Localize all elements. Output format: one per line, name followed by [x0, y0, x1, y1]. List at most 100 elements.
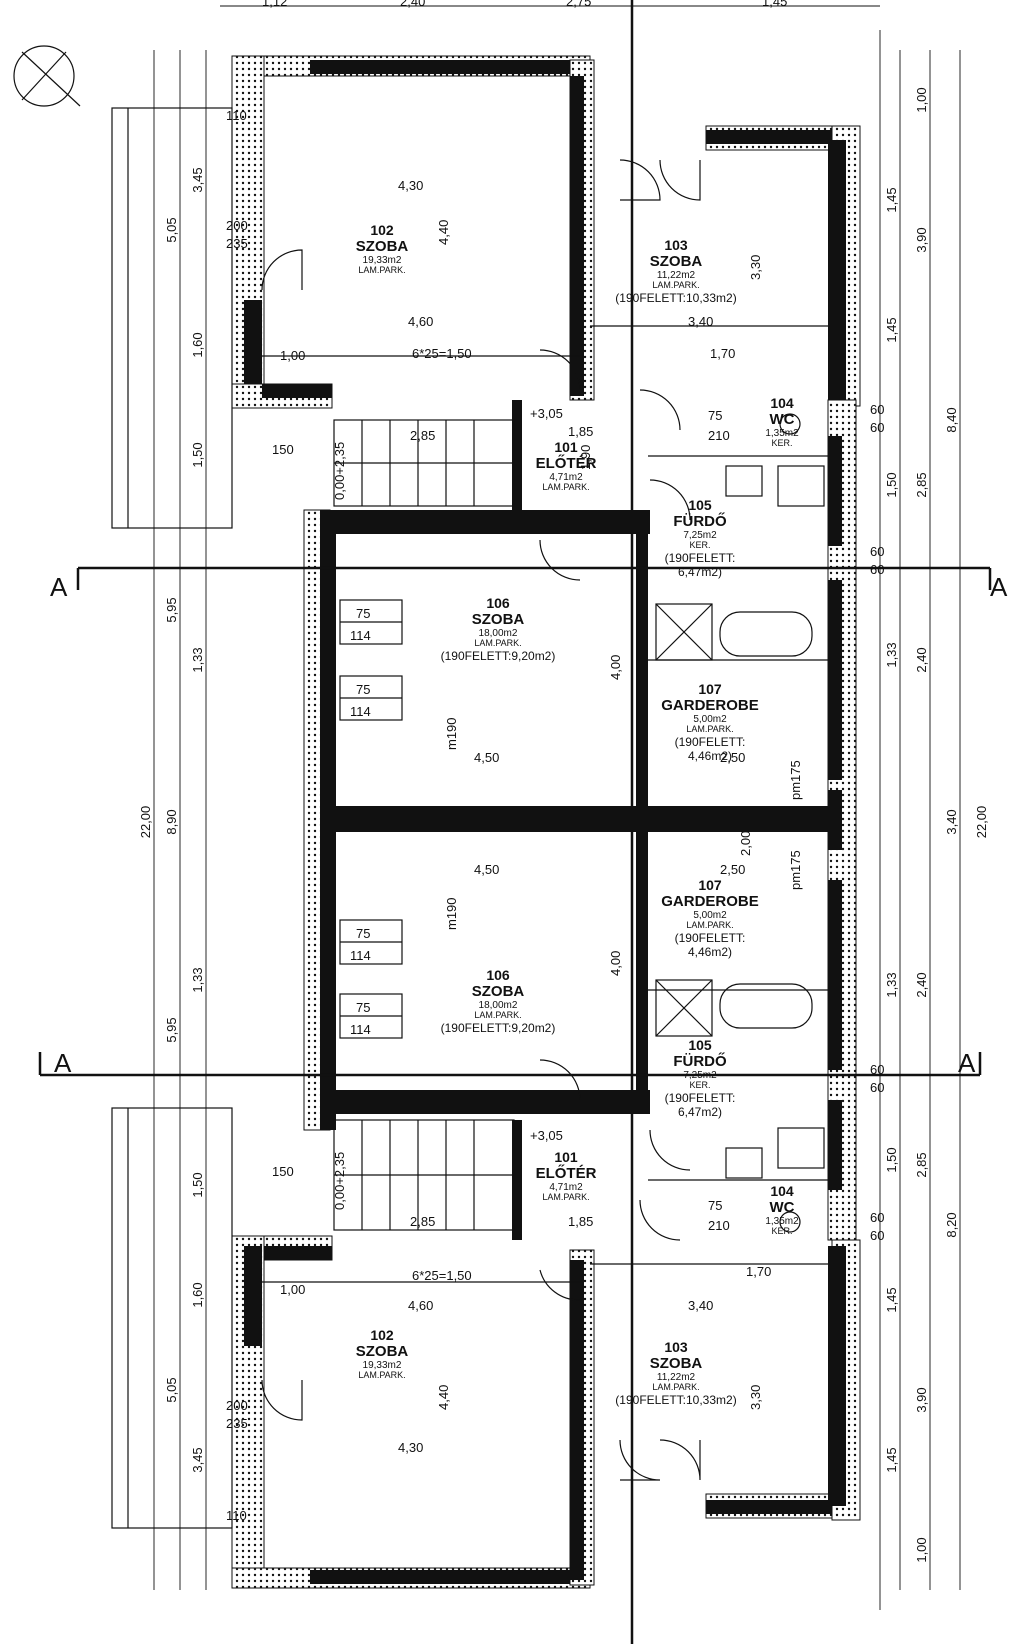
room-area: 11,22m2 — [657, 270, 696, 281]
left-dims-inner-1: 1,60 — [190, 332, 205, 357]
room-number: 104 — [770, 395, 794, 411]
north-symbol-icon — [13, 45, 81, 107]
room-number: 104 — [770, 1183, 794, 1199]
room-name: SZOBA — [472, 983, 525, 1000]
dim-4-30-bottom: 4,30 — [398, 1440, 423, 1455]
opening-110-bottom: 110 — [226, 1508, 247, 1523]
room-r103-bot: 103SZOBA11,22m2LAM.PARK.(190FELETT:10,33… — [615, 1339, 736, 1407]
dimension-labels: 22,005,058,905,955,955,053,451,601,501,3… — [138, 87, 989, 1562]
room-note-2: 4,46m2) — [688, 945, 732, 959]
room-name: FÜRDŐ — [673, 512, 727, 530]
dim-1-90-top: 1,90 — [578, 445, 593, 470]
room-floor: KER. — [689, 1080, 710, 1090]
level-marker-bottom: +3,05 — [530, 1128, 563, 1143]
room-area: 7,25m2 — [683, 530, 717, 541]
opening-235-bottom: 235 — [226, 1416, 248, 1431]
top-dim-2: 2,40 — [400, 0, 425, 9]
window-114-d: 114 — [350, 1022, 371, 1037]
bathroom-fixtures — [655, 413, 825, 1233]
room-note-2: 6,47m2) — [678, 1105, 722, 1119]
room-note: (190FELETT: — [665, 1091, 736, 1105]
dim-3-40-bottom: 3,40 — [688, 1298, 713, 1313]
room-number: 106 — [486, 595, 510, 611]
room-r106-top: 106SZOBA18,00m2LAM.PARK.(190FELETT:9,20m… — [441, 595, 556, 663]
dim-4-00-top: 4,00 — [608, 655, 623, 680]
room-name: SZOBA — [356, 238, 409, 255]
room-floor: LAM.PARK. — [358, 1370, 405, 1380]
window-114-c: 114 — [350, 948, 371, 963]
opening-60-d: 60 — [870, 562, 884, 577]
right-dims-small-5: 1,50 — [884, 1147, 899, 1172]
room-name: WC — [770, 1199, 795, 1216]
dim-3-40-top: 3,40 — [688, 314, 713, 329]
right-dims-inner-1: 3,90 — [914, 227, 929, 252]
left-dims-mid-4: 5,05 — [164, 1377, 179, 1402]
right-dims-inner-2: 2,85 — [914, 472, 929, 497]
room-area: 11,22m2 — [657, 1372, 696, 1383]
room-number: 103 — [664, 1339, 688, 1355]
room-name: ELŐTÉR — [536, 454, 597, 472]
top-dim-3: 2,75 — [566, 0, 591, 9]
section-line-top — [76, 566, 992, 590]
opening-110-top: 110 — [226, 108, 247, 123]
room-number: 106 — [486, 967, 510, 983]
room-area: 18,00m2 — [479, 1000, 518, 1011]
room-floor: LAM.PARK. — [474, 638, 521, 648]
room-floor: KER. — [771, 438, 792, 448]
room-floor: LAM.PARK. — [474, 1010, 521, 1020]
right-dims-inner-0: 1,00 — [914, 87, 929, 112]
room-r107-top: 107GARDEROBE5,00m2LAM.PARK.(190FELETT:4,… — [661, 681, 759, 763]
room-name: SZOBA — [650, 1355, 703, 1372]
section-labels: A A A A — [50, 572, 1008, 1078]
dim-4-50-bottom: 4,50 — [474, 862, 499, 877]
room-labels: 102SZOBA19,33m2LAM.PARK.103SZOBA11,22m2L… — [356, 222, 799, 1407]
left-dims-outer-0: 22,00 — [138, 806, 153, 839]
room-name: GARDEROBE — [661, 893, 759, 910]
door-210-top: 210 — [708, 428, 730, 443]
room-area: 7,25m2 — [683, 1070, 717, 1081]
opening-60-h: 60 — [870, 1228, 884, 1243]
top-dim-1: 1,12 — [262, 0, 287, 9]
pm175-top: pm175 — [788, 760, 803, 800]
right-dims-inner-7: 1,00 — [914, 1537, 929, 1562]
dim-3-30-bottom: 3,30 — [748, 1385, 763, 1410]
room-name: SZOBA — [356, 1343, 409, 1360]
dim-2-50-top: 2,50 — [720, 750, 745, 765]
dim-stairs-top: 6*25=1,50 — [412, 346, 472, 361]
room-area: 1,35m2 — [765, 1216, 799, 1227]
room-area: 5,00m2 — [693, 714, 727, 725]
room-number: 101 — [554, 439, 578, 455]
section-label-bottom-left: A — [54, 1048, 72, 1078]
level-markers: +3,05 +3,05 — [530, 406, 563, 1143]
left-dims-inner-6: 1,60 — [190, 1282, 205, 1307]
right-dims-small-2: 1,50 — [884, 472, 899, 497]
room-number: 105 — [688, 1037, 712, 1053]
opening-150-bottom: 150 — [272, 1164, 294, 1179]
left-dims-mid-1: 8,90 — [164, 809, 179, 834]
room-note: (190FELETT:10,33m2) — [615, 1393, 736, 1407]
room-note: (190FELETT: — [675, 735, 746, 749]
dim-1-70-bottom: 1,70 — [746, 1264, 771, 1279]
left-dims-mid-0: 5,05 — [164, 217, 179, 242]
room-area: 19,33m2 — [363, 1360, 402, 1371]
room-floor: KER. — [689, 540, 710, 550]
opening-60-g: 60 — [870, 1210, 884, 1225]
room-name: ELŐTÉR — [536, 1164, 597, 1182]
left-dims-inner-3: 1,33 — [190, 647, 205, 672]
room-area: 1,35m2 — [765, 428, 799, 439]
dim-4-30-top: 4,30 — [398, 178, 423, 193]
dim-4-40-bottom: 4,40 — [436, 1385, 451, 1410]
room-name: GARDEROBE — [661, 697, 759, 714]
m190-bottom: m190 — [444, 897, 459, 930]
right-dims-inner-6: 3,90 — [914, 1387, 929, 1412]
section-line-bottom — [38, 1052, 982, 1077]
dim-1-00-top: 1,00 — [280, 348, 305, 363]
opening-60-a: 60 — [870, 402, 884, 417]
room-floor: LAM.PARK. — [542, 482, 589, 492]
room-note: (190FELETT: — [675, 931, 746, 945]
right-dims-small-1: 1,45 — [884, 317, 899, 342]
